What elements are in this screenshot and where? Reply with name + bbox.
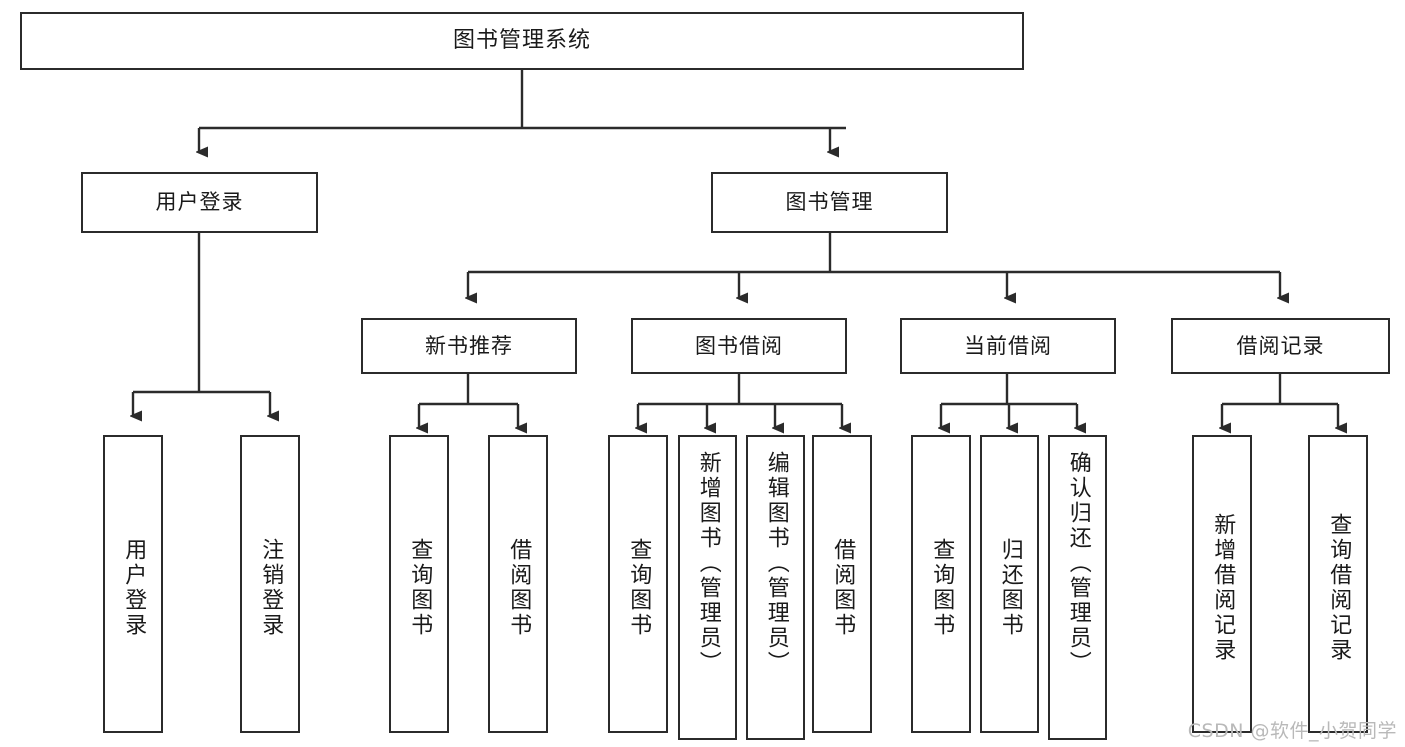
node-book-borrow[interactable]: 图书借阅 [631, 318, 847, 374]
leaf-borrow-borrow-book[interactable]: 借阅图书 [812, 435, 872, 733]
node-label: 编辑图书（管理员） [763, 451, 789, 676]
node-label: 借阅图书 [506, 538, 532, 638]
leaf-borrow-edit-book-admin[interactable]: 编辑图书（管理员） [746, 435, 805, 740]
node-label: 查询图书 [407, 538, 433, 638]
node-user-login[interactable]: 用户登录 [81, 172, 318, 233]
node-label: 用户登录 [121, 538, 147, 638]
leaf-logout[interactable]: 注销登录 [240, 435, 300, 733]
leaf-user-login[interactable]: 用户登录 [103, 435, 163, 733]
node-label: 归还图书 [997, 538, 1023, 638]
leaf-current-query-book[interactable]: 查询图书 [911, 435, 971, 733]
node-label: 借阅图书 [830, 538, 856, 638]
node-book-management[interactable]: 图书管理 [711, 172, 948, 233]
node-label: 查询图书 [626, 538, 652, 638]
node-label: 图书管理 [785, 190, 874, 215]
node-new-book-recommend[interactable]: 新书推荐 [361, 318, 577, 374]
leaf-new-book-borrow-book[interactable]: 借阅图书 [488, 435, 548, 733]
node-borrow-record[interactable]: 借阅记录 [1171, 318, 1390, 374]
node-current-borrow[interactable]: 当前借阅 [900, 318, 1116, 374]
leaf-borrow-add-book-admin[interactable]: 新增图书（管理员） [678, 435, 737, 740]
node-label: 借阅记录 [1236, 333, 1325, 358]
node-label: 用户登录 [155, 190, 244, 215]
node-root-book-management-system[interactable]: 图书管理系统 [20, 12, 1024, 70]
node-label: 当前借阅 [964, 333, 1052, 358]
node-label: 新书推荐 [425, 333, 513, 358]
node-label: 新增借阅记录 [1210, 513, 1236, 663]
node-label: 图书借阅 [695, 333, 783, 358]
leaf-current-return-book[interactable]: 归还图书 [980, 435, 1039, 733]
leaf-new-book-query-book[interactable]: 查询图书 [389, 435, 449, 733]
node-label: 图书管理系统 [452, 28, 591, 54]
node-label: 新增图书（管理员） [695, 451, 721, 676]
leaf-current-confirm-return-admin[interactable]: 确认归还（管理员） [1048, 435, 1107, 740]
node-label: 注销登录 [258, 538, 284, 638]
watermark: CSDN @软件_小贺同学 [1187, 720, 1397, 742]
node-label: 确认归还（管理员） [1065, 451, 1091, 676]
node-label: 查询借阅记录 [1326, 513, 1352, 663]
node-label: 查询图书 [929, 538, 955, 638]
leaf-record-query-borrow-record[interactable]: 查询借阅记录 [1308, 435, 1368, 733]
leaf-record-add-borrow-record[interactable]: 新增借阅记录 [1192, 435, 1252, 733]
leaf-borrow-query-book[interactable]: 查询图书 [608, 435, 668, 733]
